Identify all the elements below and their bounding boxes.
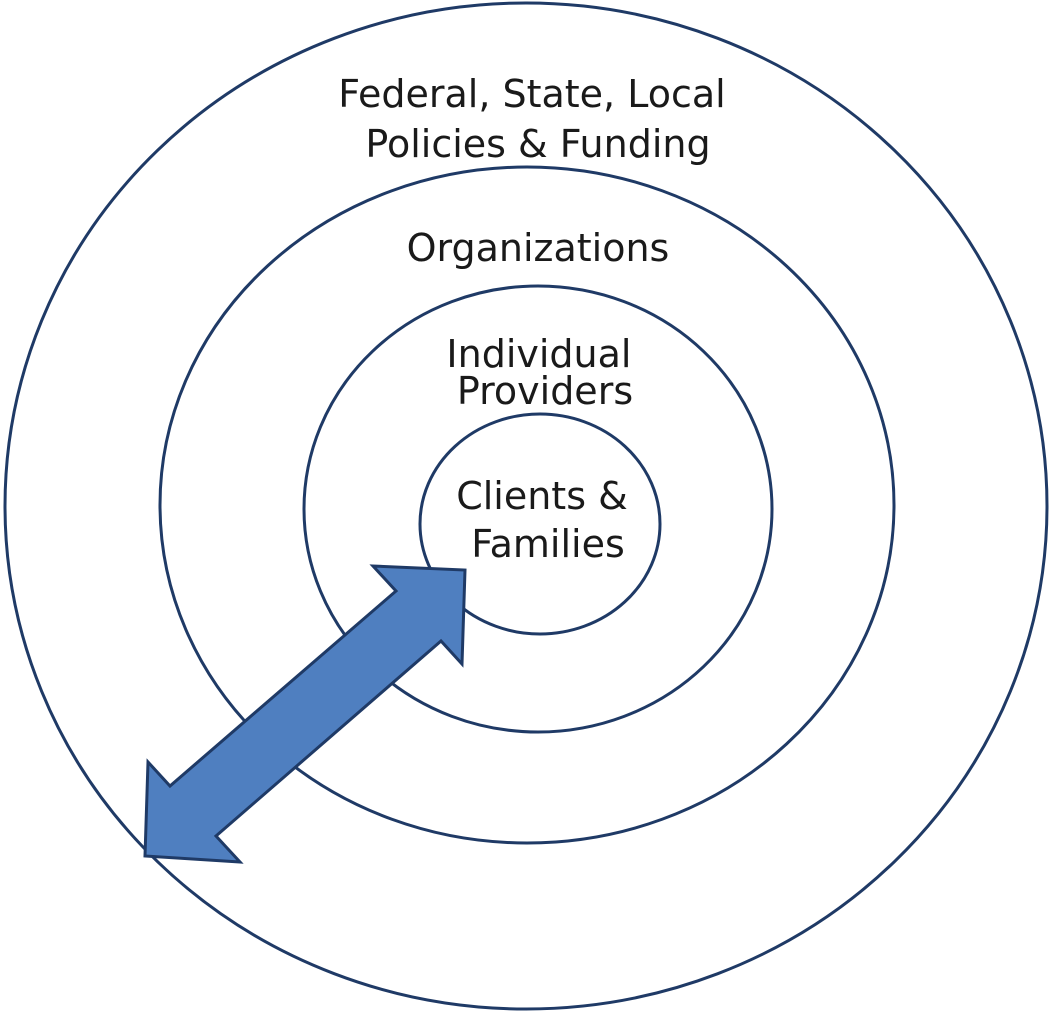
outer-ring-federal-state-local xyxy=(3,1,1049,1011)
organizations-label: Organizations xyxy=(407,226,670,270)
clients-families-label-line1: Clients & xyxy=(456,474,628,518)
individual-providers-label-line2: Providers xyxy=(457,369,633,413)
bidirectional-arrow-icon xyxy=(143,564,467,864)
ring-organizations xyxy=(158,165,896,845)
ring-individual-providers xyxy=(302,284,774,734)
outer-layer-label-line1: Federal, State, Local xyxy=(338,72,726,116)
ring-clients-families xyxy=(418,412,662,636)
individual-providers-label: Individual Providers xyxy=(446,332,643,413)
clients-families-label: Clients & Families xyxy=(456,474,640,566)
organizations-label-line1: Organizations xyxy=(407,226,670,270)
clients-families-label-line2: Families xyxy=(471,522,625,566)
outer-layer-label-line2: Policies & Funding xyxy=(365,122,710,166)
outer-layer-label: Federal, State, Local Policies & Funding xyxy=(338,72,738,166)
individual-providers-label-line1: Individual xyxy=(446,332,631,376)
